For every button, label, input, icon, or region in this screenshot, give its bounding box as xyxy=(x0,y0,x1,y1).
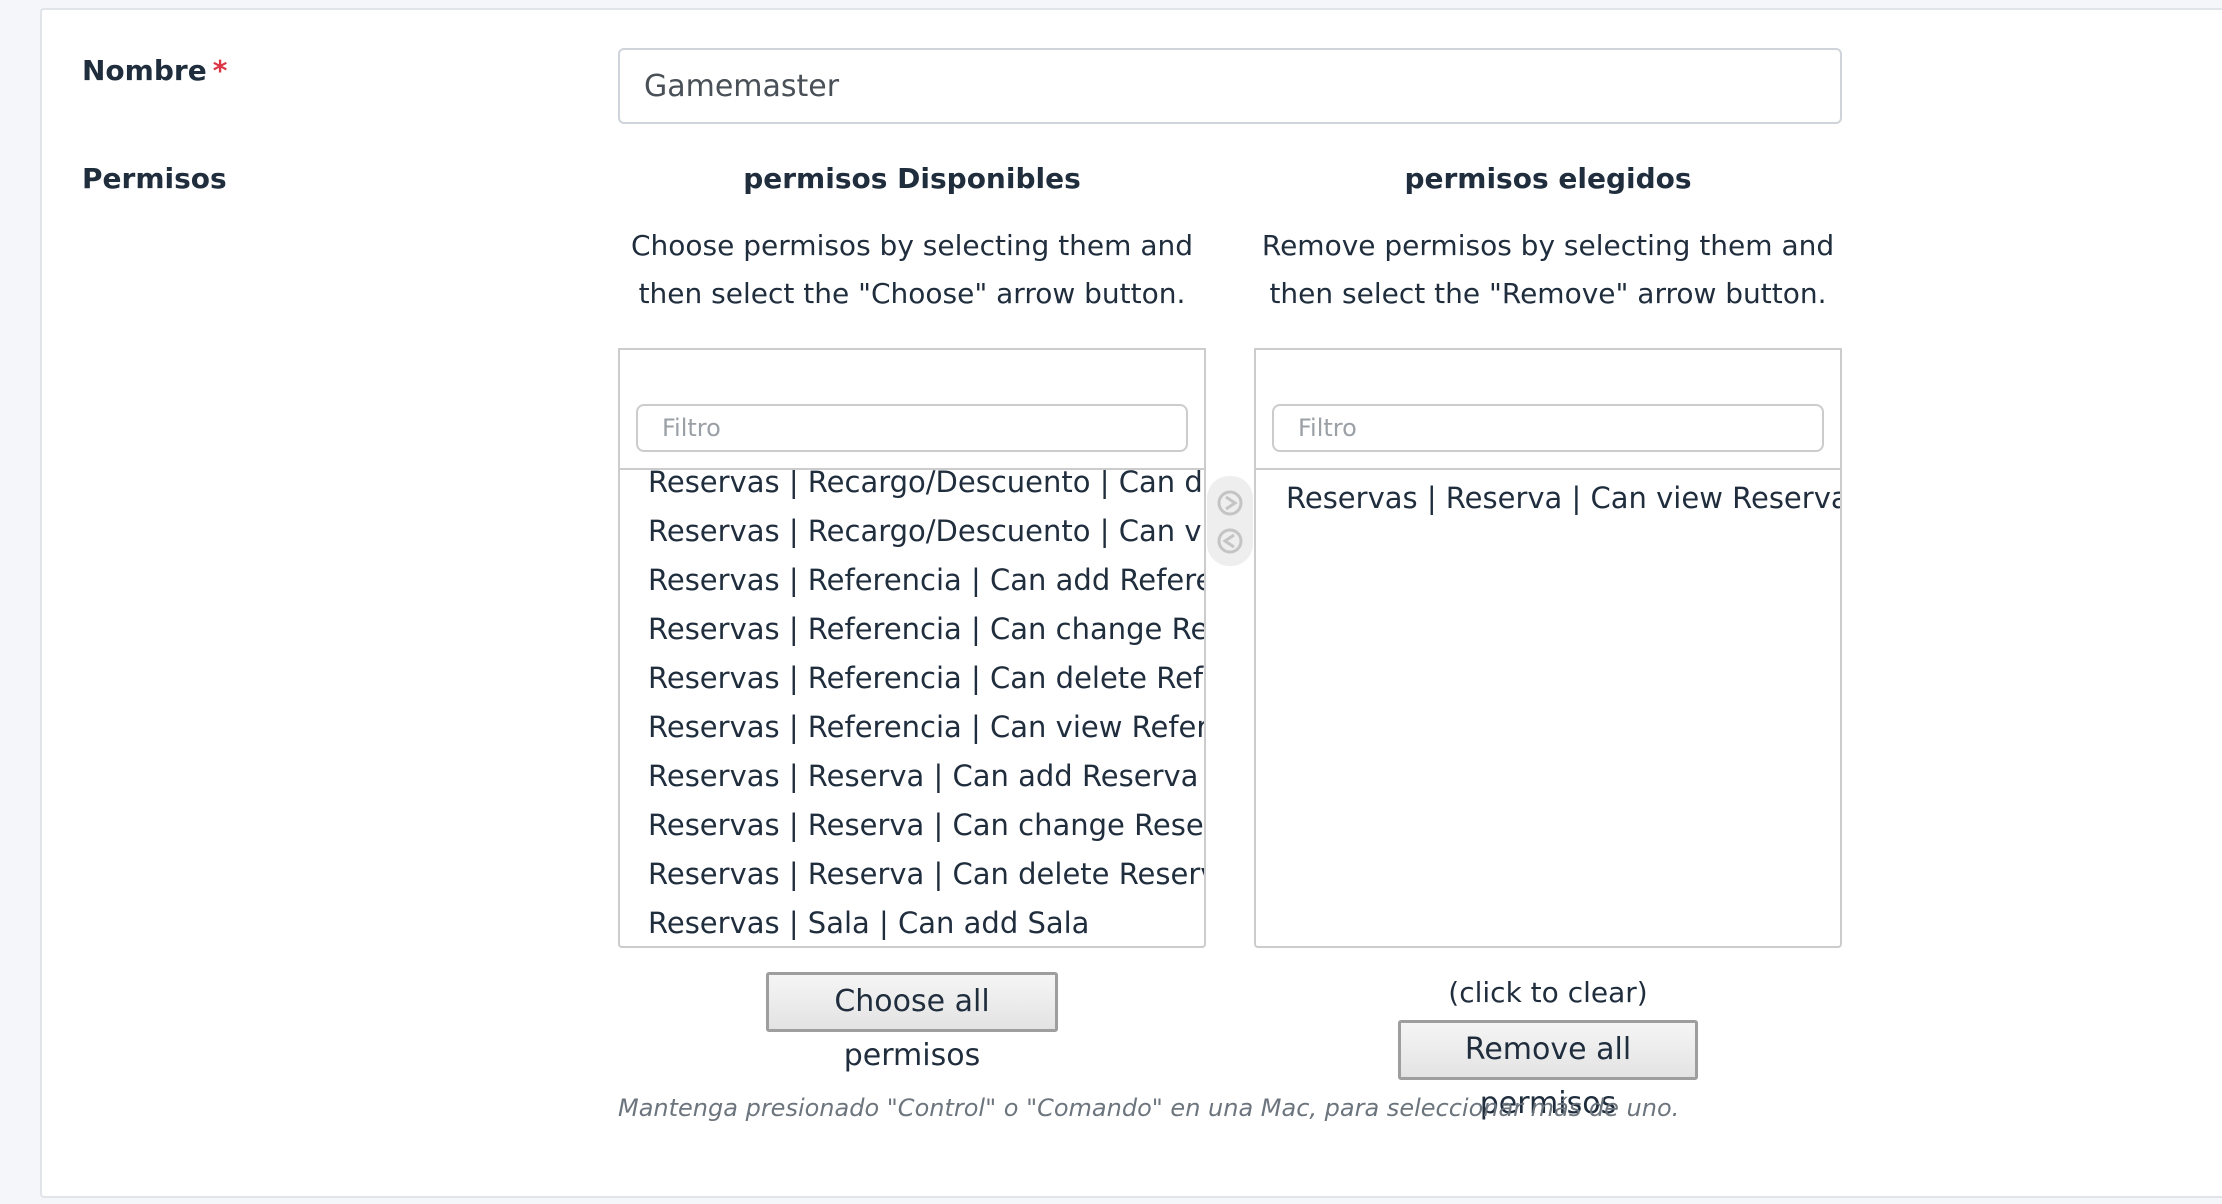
choose-arrow-svg xyxy=(1217,490,1243,516)
available-title: permisos Disponibles xyxy=(743,162,1081,195)
remove-arrow-svg xyxy=(1217,528,1243,554)
chosen-help-line-2: then select the "Remove" arrow button. xyxy=(1269,277,1827,310)
list-item[interactable]: Reservas | Sala | Can add Sala xyxy=(648,906,1090,940)
list-item[interactable]: Reservas | Reserva | Can add Reserva xyxy=(648,759,1199,793)
chosen-help: Remove permisos by selecting them and th… xyxy=(1254,222,1842,318)
available-permissions-list[interactable]: Reservas | Recargo/Descuento | Can delet… xyxy=(618,468,1206,948)
arrow-right-icon[interactable] xyxy=(1215,488,1245,518)
chosen-title: permisos elegidos xyxy=(1404,162,1692,195)
list-item[interactable]: Reservas | Recargo/Descuento | Can delet… xyxy=(648,468,1204,499)
clear-hint[interactable]: (click to clear) xyxy=(1448,976,1648,1009)
selector-controls xyxy=(1207,476,1253,566)
chosen-help-line-1: Remove permisos by selecting them and xyxy=(1261,229,1835,262)
chosen-filter-box xyxy=(1254,348,1842,470)
available-help: Choose permisos by selecting them and th… xyxy=(618,222,1206,318)
list-item[interactable]: Reservas | Reserva | Can view Reserva xyxy=(1286,481,1842,515)
permissions-field-label: Permisos xyxy=(82,162,227,195)
available-filter-box xyxy=(618,348,1206,470)
choose-all-button[interactable]: Choose all permisos xyxy=(766,972,1058,1073)
chosen-filter-input[interactable] xyxy=(1272,404,1824,452)
name-field-label: Nombre* xyxy=(82,54,227,87)
list-item[interactable]: Reservas | Referencia | Can add Referenc… xyxy=(648,563,1204,597)
name-label-text: Nombre xyxy=(82,54,207,87)
list-item[interactable]: Reservas | Reserva | Can delete Reserva xyxy=(648,857,1206,891)
available-help-line-1: Choose permisos by selecting them and xyxy=(631,229,1193,262)
list-item[interactable]: Reservas | Recargo/Descuento | Can view … xyxy=(648,514,1204,548)
chosen-permissions-list[interactable]: Reservas | Reserva | Can view Reserva xyxy=(1254,468,1842,948)
arrow-left-icon[interactable] xyxy=(1215,526,1245,556)
available-help-line-2: then select the "Choose" arrow button. xyxy=(638,277,1186,310)
list-item[interactable]: Reservas | Referencia | Can view Referen… xyxy=(648,710,1206,744)
multi-select-help-text: Mantenga presionado "Control" o "Comando… xyxy=(618,1094,1680,1122)
required-mark: * xyxy=(212,54,228,87)
list-item[interactable]: Reservas | Referencia | Can delete Refer… xyxy=(648,661,1204,695)
list-item[interactable]: Reservas | Reserva | Can change Reserva xyxy=(648,808,1206,842)
name-input[interactable] xyxy=(618,48,1842,124)
available-filter-input[interactable] xyxy=(636,404,1188,452)
remove-all-button[interactable]: Remove all permisos xyxy=(1398,1020,1698,1121)
list-item[interactable]: Reservas | Referencia | Can change Refer… xyxy=(648,612,1206,646)
